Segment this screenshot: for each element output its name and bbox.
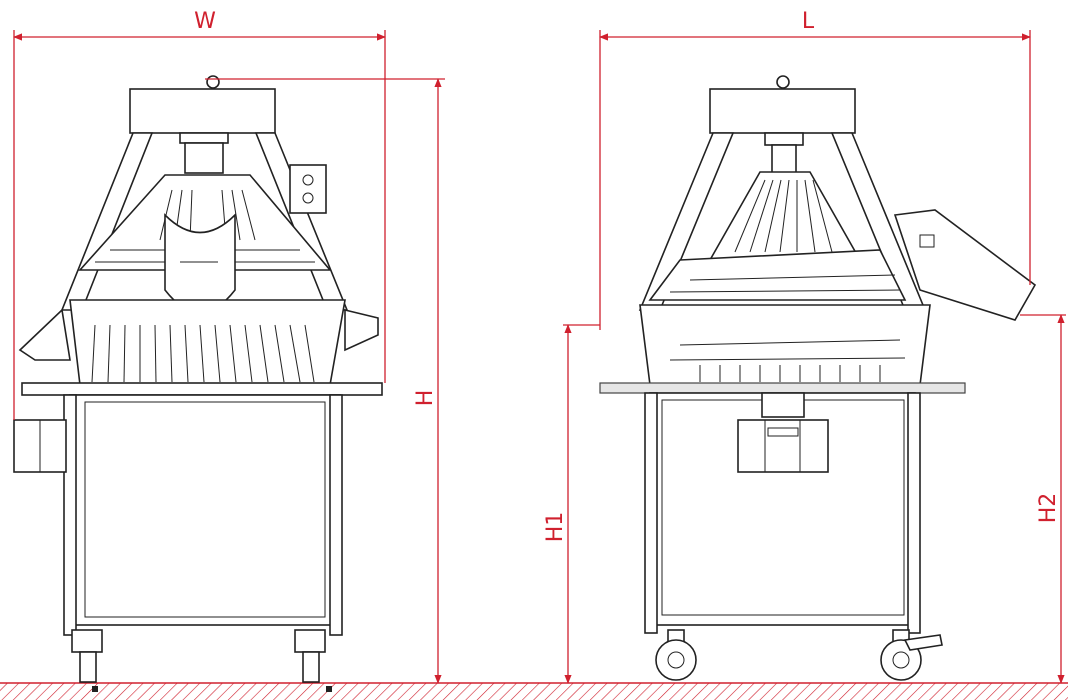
height-dimension: [205, 78, 445, 684]
length-label: L: [802, 9, 815, 34]
side-view-machine: [599, 75, 1037, 681]
width-label: W: [194, 9, 216, 34]
height1-dimension: [563, 324, 600, 684]
height-label: H: [413, 390, 438, 407]
height2-label: H2: [1036, 493, 1061, 524]
length-dimension: [599, 30, 1031, 330]
ground-line: [0, 682, 1068, 700]
height1-label: H1: [543, 512, 568, 543]
width-dimension: [13, 30, 386, 420]
front-view-machine: [13, 75, 383, 692]
height2-dimension: [1020, 314, 1066, 684]
